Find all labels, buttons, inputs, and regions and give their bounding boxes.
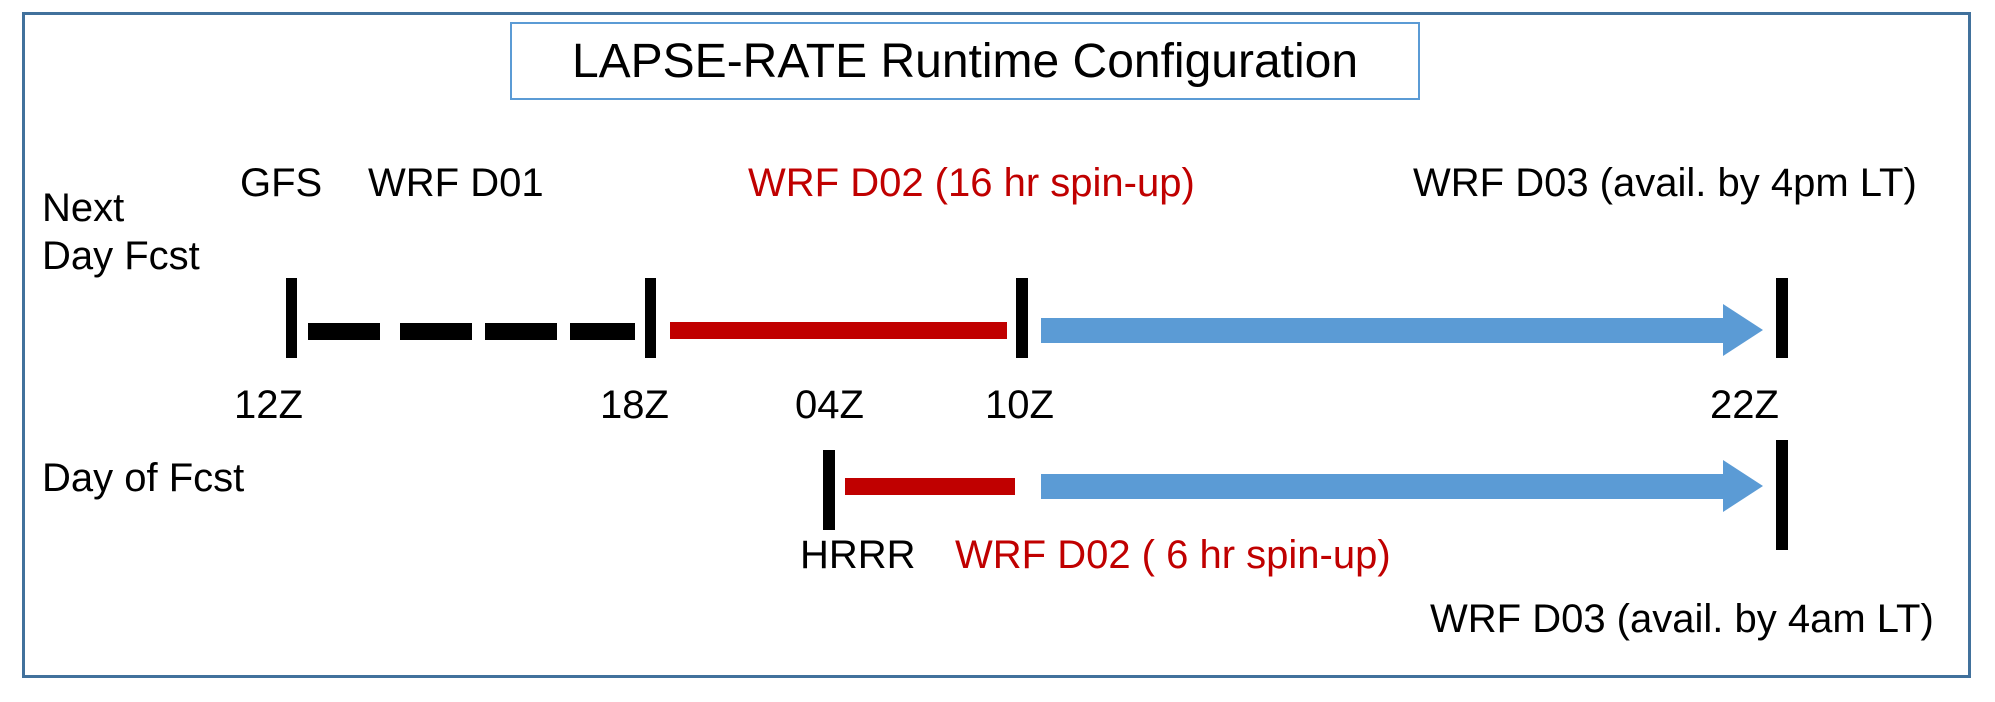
label-wrf-d02-16hr: WRF D02 (16 hr spin-up) <box>748 161 1195 205</box>
dash-segment <box>485 323 557 340</box>
blue-arrow-shaft-day-of <box>1041 474 1723 499</box>
tick-22z-upper <box>1776 278 1788 358</box>
label-wrf-d02-6hr: WRF D02 ( 6 hr spin-up) <box>955 533 1391 577</box>
tick-18z <box>645 278 656 358</box>
time-label-12z: 12Z <box>234 383 303 427</box>
blue-arrow-head-day-of <box>1723 460 1763 512</box>
dash-segment <box>400 323 472 340</box>
time-label-18z: 18Z <box>600 383 669 427</box>
label-gfs: GFS <box>240 161 323 205</box>
label-hrrr: HRRR <box>800 533 916 577</box>
row-label-next-day-line2: Day Fcst <box>42 234 200 278</box>
label-wrf-d01: WRF D01 <box>368 161 544 205</box>
blue-arrow-head-next-day <box>1723 304 1763 356</box>
title-box: LAPSE-RATE Runtime Configuration <box>510 22 1420 100</box>
red-bar-spinup-16hr <box>670 322 1007 339</box>
page-title: LAPSE-RATE Runtime Configuration <box>571 34 1359 88</box>
dash-segment <box>570 323 635 340</box>
time-label-22z: 22Z <box>1710 383 1779 427</box>
tick-12z <box>286 278 297 358</box>
label-wrf-d03-4am: WRF D03 (avail. by 4am LT) <box>1430 597 1934 641</box>
time-label-04z: 04Z <box>795 383 864 427</box>
tick-04z <box>823 450 835 530</box>
row-label-day-of-fcst: Day of Fcst <box>42 456 245 500</box>
dash-segment <box>308 323 380 340</box>
row-label-next-day-line1: Next <box>42 186 125 230</box>
blue-arrow-shaft-next-day <box>1041 318 1723 343</box>
label-wrf-d03-4pm: WRF D03 (avail. by 4pm LT) <box>1413 161 1917 205</box>
tick-22z-lower <box>1776 440 1788 550</box>
tick-10z-upper <box>1016 278 1028 358</box>
red-bar-spinup-6hr <box>845 478 1015 495</box>
slide-border <box>22 12 1971 678</box>
time-label-10z: 10Z <box>985 383 1054 427</box>
